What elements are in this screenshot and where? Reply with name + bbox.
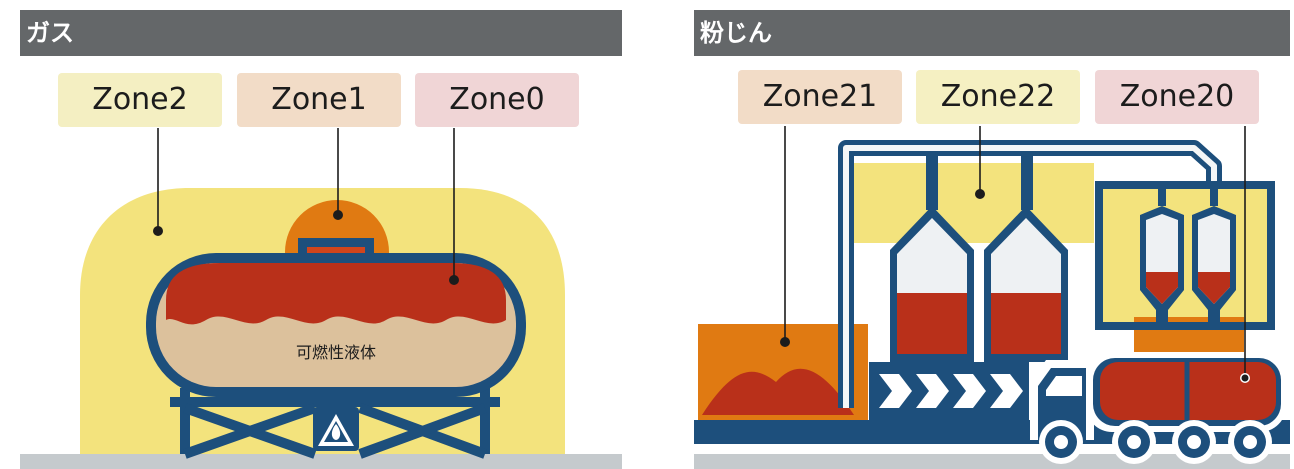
powder-pile [702,368,854,415]
hopper-right [1192,206,1236,328]
dust-panel-title: 粉じん [694,10,1290,56]
zone20-label: Zone20 [1095,70,1259,124]
gas-panel: ガス [20,10,622,469]
tanker-truck [1030,352,1286,464]
zone21-label: Zone21 [738,70,902,124]
silo-left [890,206,974,362]
tank-supports [170,388,500,459]
flammable-warning-icon [313,407,359,451]
zone22-label: Zone22 [916,70,1080,124]
zone0-area [166,263,506,325]
hopper-left [1140,206,1184,328]
zone2-label: Zone2 [58,73,222,127]
gas-panel-title: ガス [20,10,622,56]
zone22-area-right [1099,188,1271,326]
gas-tank-illustration: 可燃性液体 [20,128,622,469]
zone22-area-main [844,163,1094,243]
flammable-liquid-label: 可燃性液体 [296,343,376,362]
ground [20,454,622,469]
zone0-label: Zone0 [415,73,579,127]
dust-panel: 粉じん [694,10,1290,469]
dust-silo-illustration [694,126,1290,469]
silo-right [984,206,1068,362]
zone1-label: Zone1 [237,73,401,127]
